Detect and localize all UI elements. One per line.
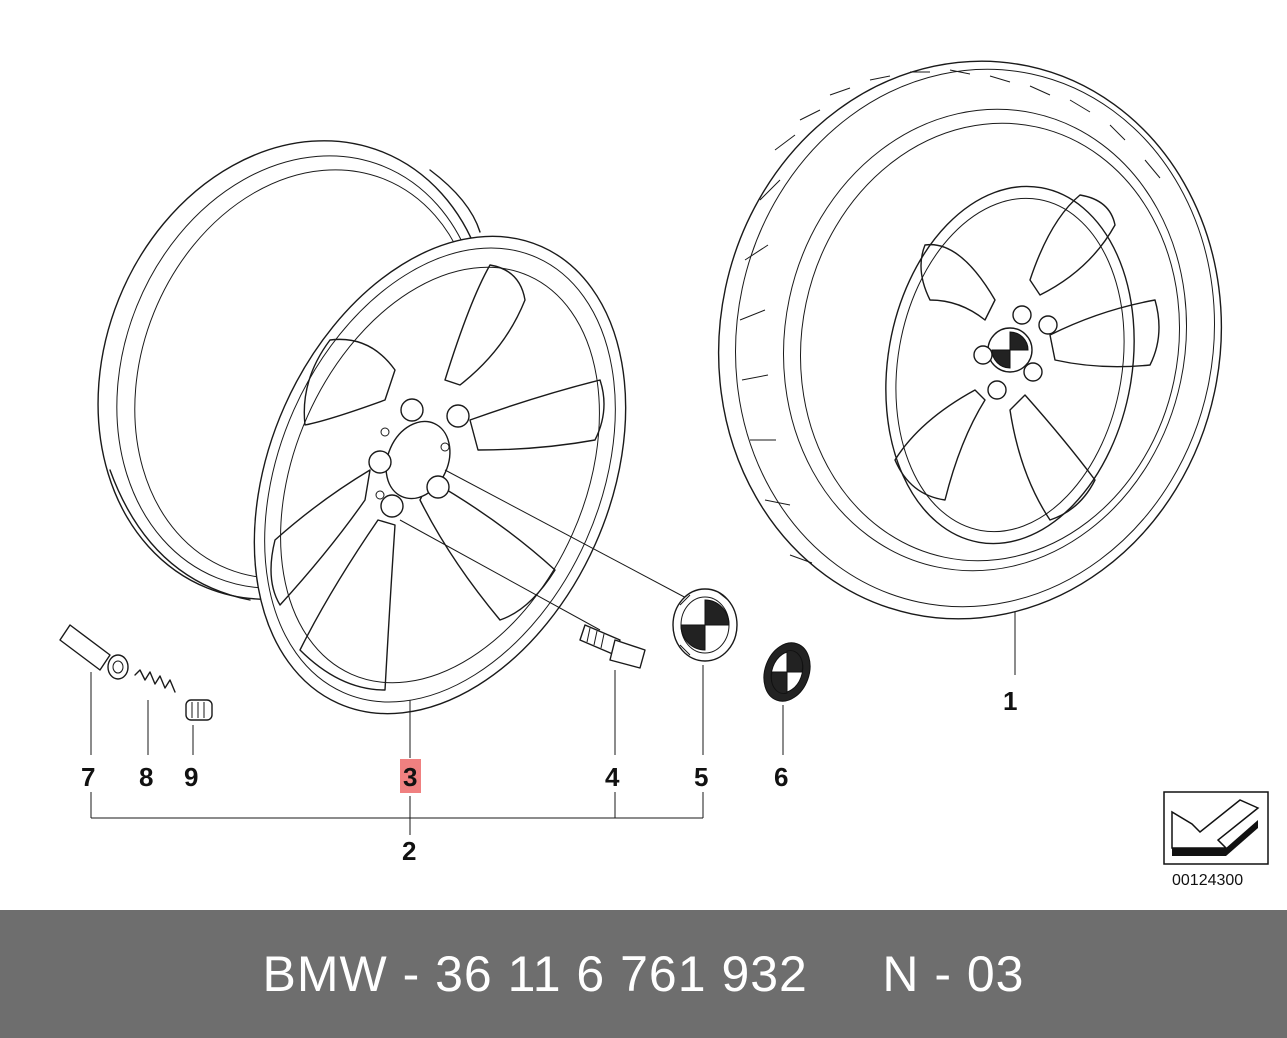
callout-6: 6 — [774, 762, 788, 792]
callout-5: 5 — [694, 762, 708, 792]
tire-wheel-icon — [717, 60, 1223, 675]
callout-1: 1 — [1003, 686, 1017, 716]
orientation-arrow-icon — [1163, 791, 1269, 865]
callout-4: 4 — [605, 762, 620, 792]
callout-2: 2 — [402, 836, 416, 866]
emblem-icon — [763, 642, 811, 755]
footer-bar: BMW - 36 11 6 761 932 N - 03 — [0, 910, 1287, 1038]
callout-7: 7 — [81, 762, 95, 792]
valve-cap-icon — [185, 699, 213, 755]
callout-3-highlight — [400, 759, 421, 793]
part-number-label: BMW - 36 11 6 761 932 N - 03 — [262, 946, 1025, 1002]
hub-cap-icon — [672, 588, 738, 755]
callout-3: 3 — [403, 762, 417, 792]
rim-icon — [97, 140, 691, 715]
parts-diagram: 1 2 3 4 5 6 7 8 9 00124300 — [59, 60, 1269, 889]
valve-icon — [59, 624, 129, 755]
reference-number: 00124300 — [1172, 872, 1243, 889]
valve-core-icon — [134, 669, 176, 755]
callout-8: 8 — [139, 762, 153, 792]
callout-9: 9 — [184, 762, 198, 792]
bolt-icon — [579, 624, 646, 755]
